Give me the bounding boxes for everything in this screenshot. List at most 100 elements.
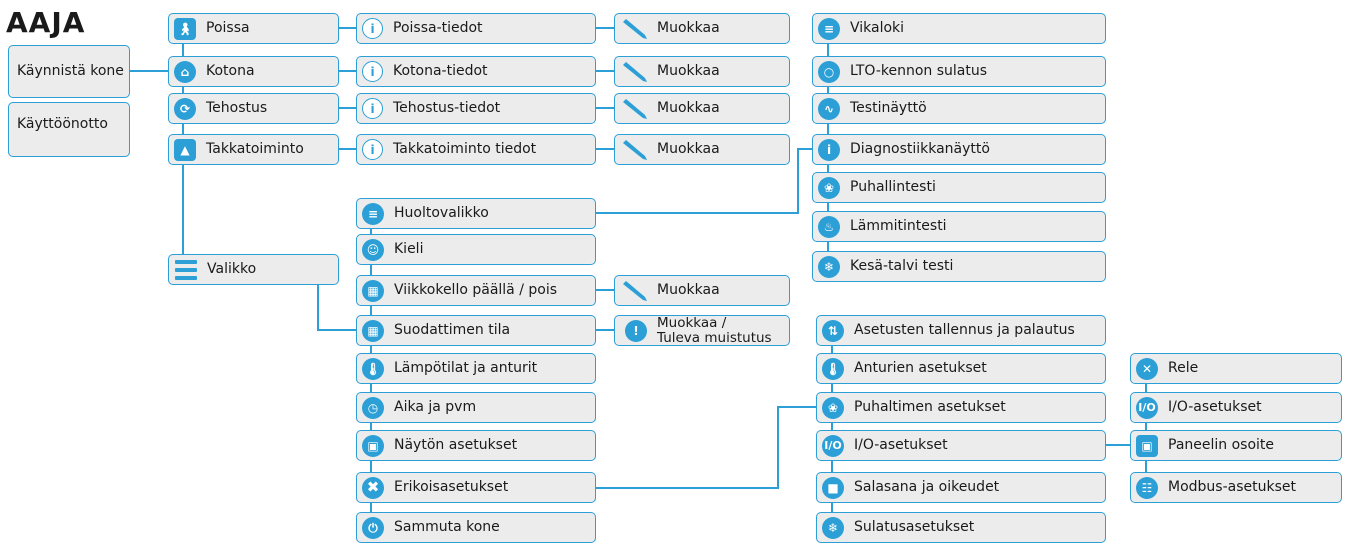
lock-icon: ■ [822,476,844,499]
service-fault-log[interactable]: ≡ Vikaloki [812,13,1106,44]
commissioning-button[interactable]: Käyttöönotto [8,102,130,157]
edit-label: Muokkaa [657,20,720,37]
edit-home-button[interactable]: Muokkaa [614,56,790,87]
pencil-icon [623,280,647,301]
edit-boost-button[interactable]: Muokkaa [614,93,790,124]
save-restore-icon: ⇅ [822,319,844,342]
special-save-restore[interactable]: ⇅ Asetusten tallennus ja palautus [816,315,1106,346]
filter-edit-label: Muokkaa / Tuleva muistutus [657,316,772,344]
service-summer-winter[interactable]: ❄ Kesä-talvi testi [812,251,1106,282]
info-boost[interactable]: i Tehostus-tiedot [356,93,596,124]
io-icon: I/O [822,434,844,457]
pencil-icon [623,18,647,39]
io-panel-address[interactable]: ▣ Paneelin osoite [1130,430,1342,461]
mode-fireplace[interactable]: ▲ Takkatoiminto [168,134,339,165]
fireplace-icon: ▲ [174,138,196,161]
io-item-label: Modbus-asetukset [1168,479,1296,496]
menu-item-special[interactable]: ✖ Erikoisasetukset [356,472,596,503]
service-heater-test[interactable]: ♨ Lämmitintesti [812,211,1106,242]
exclamation-icon: ! [625,319,647,342]
service-item-label: LTO-kennon sulatus [850,63,988,80]
info-icon: i [362,98,383,119]
service-menu-icon: ≡ [362,202,384,225]
service-item-label: Vikaloki [850,20,905,37]
menu-item-label: Huoltovalikko [394,205,489,222]
edit-fireplace-button[interactable]: Muokkaa [614,134,790,165]
away-icon: 🚶︎ [174,17,196,40]
menu-item-time-date[interactable]: ◷ Aika ja pvm [356,392,596,423]
pencil-icon [623,139,647,160]
special-item-label: Sulatusasetukset [854,519,975,536]
info-icon: i [362,139,383,160]
filter-edit-line1: Muokkaa / [657,315,727,332]
service-item-label: Puhallintesti [850,179,936,196]
special-item-label: Asetusten tallennus ja palautus [854,322,1075,339]
io-modbus[interactable]: ☷ Modbus-asetukset [1130,472,1342,503]
service-item-label: Testinäyttö [850,100,927,117]
info-icon: i [362,61,383,82]
edit-weekly-button[interactable]: Muokkaa [614,275,790,306]
home-icon: ⌂ [174,60,196,83]
menu-item-filter[interactable]: ▦ Suodattimen tila [356,315,596,346]
thermometer-icon: 🌡︎ [362,357,384,380]
summer-winter-icon: ❄ [818,255,840,278]
mode-home[interactable]: ⌂ Kotona [168,56,339,87]
sensor-icon: 🌡︎ [822,357,844,380]
menu-item-shutdown[interactable]: ⏻ Sammuta kone [356,512,596,543]
special-item-label: Puhaltimen asetukset [854,399,1006,416]
special-item-label: Salasana ja oikeudet [854,479,1000,496]
menu-item-language[interactable]: ☺ Kieli [356,234,596,265]
special-password[interactable]: ■ Salasana ja oikeudet [816,472,1106,503]
menu-item-label: Sammuta kone [394,519,500,536]
defrost-icon: ○ [818,60,840,83]
edit-filter-button[interactable]: ! Muokkaa / Tuleva muistutus [614,315,790,346]
info-label: Poissa-tiedot [393,20,483,37]
menu-label: Valikko [207,261,257,278]
menu-item-label: Lämpötilat ja anturit [394,360,538,377]
info-label: Takkatoiminto tiedot [393,141,537,158]
special-item-label: I/O-asetukset [854,437,948,454]
service-item-label: Diagnostiikkanäyttö [850,141,990,158]
special-sensors[interactable]: 🌡︎ Anturien asetukset [816,353,1106,384]
relay-icon: ✕ [1136,357,1158,380]
io-io-settings[interactable]: I/O I/O-asetukset [1130,392,1342,423]
tools-icon: ✖ [362,476,384,499]
edit-label: Muokkaa [657,141,720,158]
io-icon: I/O [1136,396,1158,419]
io-relay[interactable]: ✕ Rele [1130,353,1342,384]
special-io-settings[interactable]: I/O I/O-asetukset [816,430,1106,461]
info-fireplace[interactable]: i Takkatoiminto tiedot [356,134,596,165]
menu-item-label: Viikkokello päällä / pois [394,282,558,299]
service-diagnostics[interactable]: i Diagnostiikkanäyttö [812,134,1106,165]
mode-label: Poissa [206,20,250,37]
language-icon: ☺ [362,238,384,261]
edit-label: Muokkaa [657,100,720,117]
edit-away-button[interactable]: Muokkaa [614,13,790,44]
menu-item-temperatures[interactable]: 🌡︎ Lämpötilat ja anturit [356,353,596,384]
edit-label: Muokkaa [657,63,720,80]
special-fan-settings[interactable]: ❀ Puhaltimen asetukset [816,392,1106,423]
menu-item-weekly-clock[interactable]: ▦ Viikkokello päällä / pois [356,275,596,306]
info-away[interactable]: i Poissa-tiedot [356,13,596,44]
menu-item-display[interactable]: ▣ Näytön asetukset [356,430,596,461]
pencil-icon [623,61,647,82]
menu-item-label: Aika ja pvm [394,399,477,416]
diagnostics-icon: i [818,138,840,161]
mode-away[interactable]: 🚶︎ Poissa [168,13,339,44]
menu-item-service[interactable]: ≡ Huoltovalikko [356,198,596,229]
io-item-label: I/O-asetukset [1168,399,1262,416]
filter-edit-line2: Tuleva muistutus [657,329,772,346]
mode-boost[interactable]: ⟳ Tehostus [168,93,339,124]
test-screen-icon: ∿ [818,97,840,120]
start-machine-label: Käynnistä kone [17,63,124,80]
special-defrost-settings[interactable]: ❄ Sulatusasetukset [816,512,1106,543]
menu-button[interactable]: Valikko [168,254,339,285]
service-test-screen[interactable]: ∿ Testinäyttö [812,93,1106,124]
mode-label: Tehostus [206,100,268,117]
start-machine-button[interactable]: Käynnistä kone [8,45,130,98]
io-item-label: Paneelin osoite [1168,437,1275,454]
info-home[interactable]: i Kotona-tiedot [356,56,596,87]
menu-item-label: Kieli [394,241,424,258]
service-fan-test[interactable]: ❀ Puhallintesti [812,172,1106,203]
service-defrost[interactable]: ○ LTO-kennon sulatus [812,56,1106,87]
